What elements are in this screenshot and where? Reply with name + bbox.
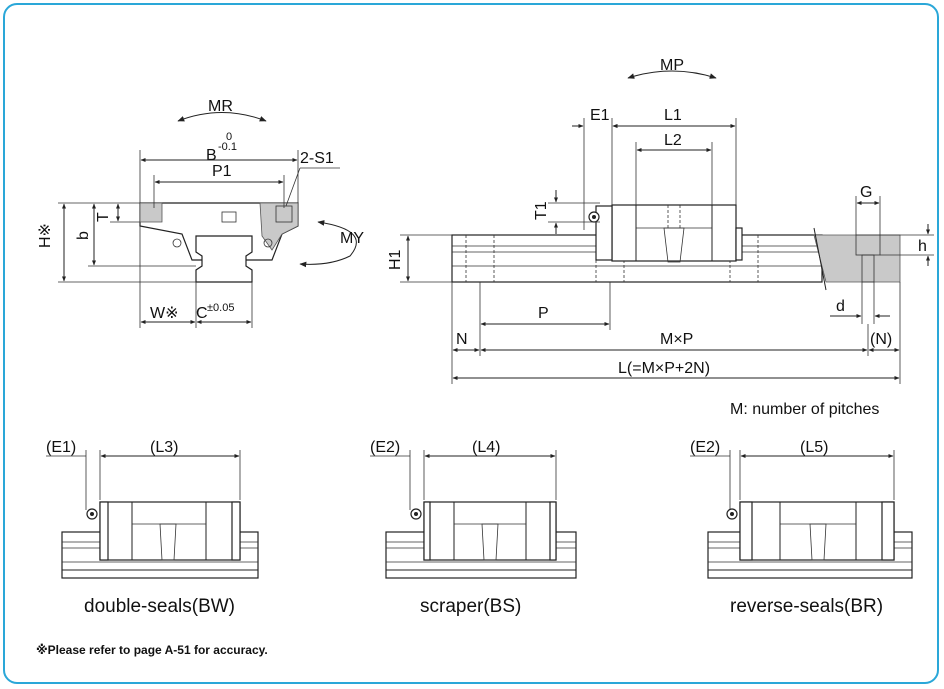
w-label: W※ (150, 305, 179, 322)
b-tol-top: 0 (226, 131, 232, 143)
mr-label: MR (208, 98, 233, 115)
variant-length-label: (L3) (150, 439, 178, 456)
h-label: H※ (37, 223, 54, 248)
l2-label: L2 (664, 132, 682, 149)
variant-left-label: (E2) (690, 439, 720, 456)
l1-label: L1 (664, 107, 682, 124)
t-label: T (95, 212, 112, 222)
s1-label: 2-S1 (300, 150, 334, 167)
b-small-label: b (75, 231, 92, 240)
t1-label: T1 (533, 201, 550, 220)
variant-caption: double-seals(BW) (84, 596, 235, 617)
side-view: MP E1 (387, 57, 934, 418)
l-total-label: L(=M×P+2N) (618, 360, 710, 377)
e1-label: E1 (590, 107, 610, 124)
h1-label: H1 (387, 249, 404, 270)
b-tol-bottom: -0.1 (218, 141, 237, 153)
mxp-label: M×P (660, 331, 693, 348)
b-label: B (206, 147, 217, 164)
my-arrow (299, 220, 357, 268)
block (611, 204, 737, 262)
variant-caption: reverse-seals(BR) (730, 596, 883, 617)
n-paren-label: (N) (870, 331, 892, 348)
m-note: M: number of pitches (730, 401, 879, 418)
variant-left-label: (E1) (46, 439, 76, 456)
c-tol: ±0.05 (207, 302, 234, 314)
my-label: MY (340, 230, 364, 247)
variant-caption: scraper(BS) (420, 596, 521, 617)
n-label: N (456, 331, 468, 348)
p1-label: P1 (212, 163, 232, 180)
mr-arrow (177, 112, 267, 122)
p-label: P (538, 305, 549, 322)
variant-double-seals: (E1) (L3) double-seals(BW) (46, 439, 259, 617)
d-label: d (836, 298, 845, 315)
end-view: MR 0 B -0.1 P1 2-S1 MY H※ b T (37, 98, 364, 328)
g-label: G (860, 184, 872, 201)
variant-reverse-seals: (E2) (L5) reverse-seals(BR) (690, 439, 913, 617)
mp-label: MP (660, 57, 684, 74)
h-small-label: h (918, 238, 927, 255)
mp-arrow (627, 70, 717, 79)
c-label: C (196, 305, 208, 322)
variant-scraper: (E2) (L4) scraper(BS) (370, 439, 577, 617)
variant-left-label: (E2) (370, 439, 400, 456)
variant-length-label: (L5) (800, 439, 828, 456)
variant-length-label: (L4) (472, 439, 500, 456)
accuracy-footnote: ※Please refer to page A-51 for accuracy. (36, 643, 268, 657)
